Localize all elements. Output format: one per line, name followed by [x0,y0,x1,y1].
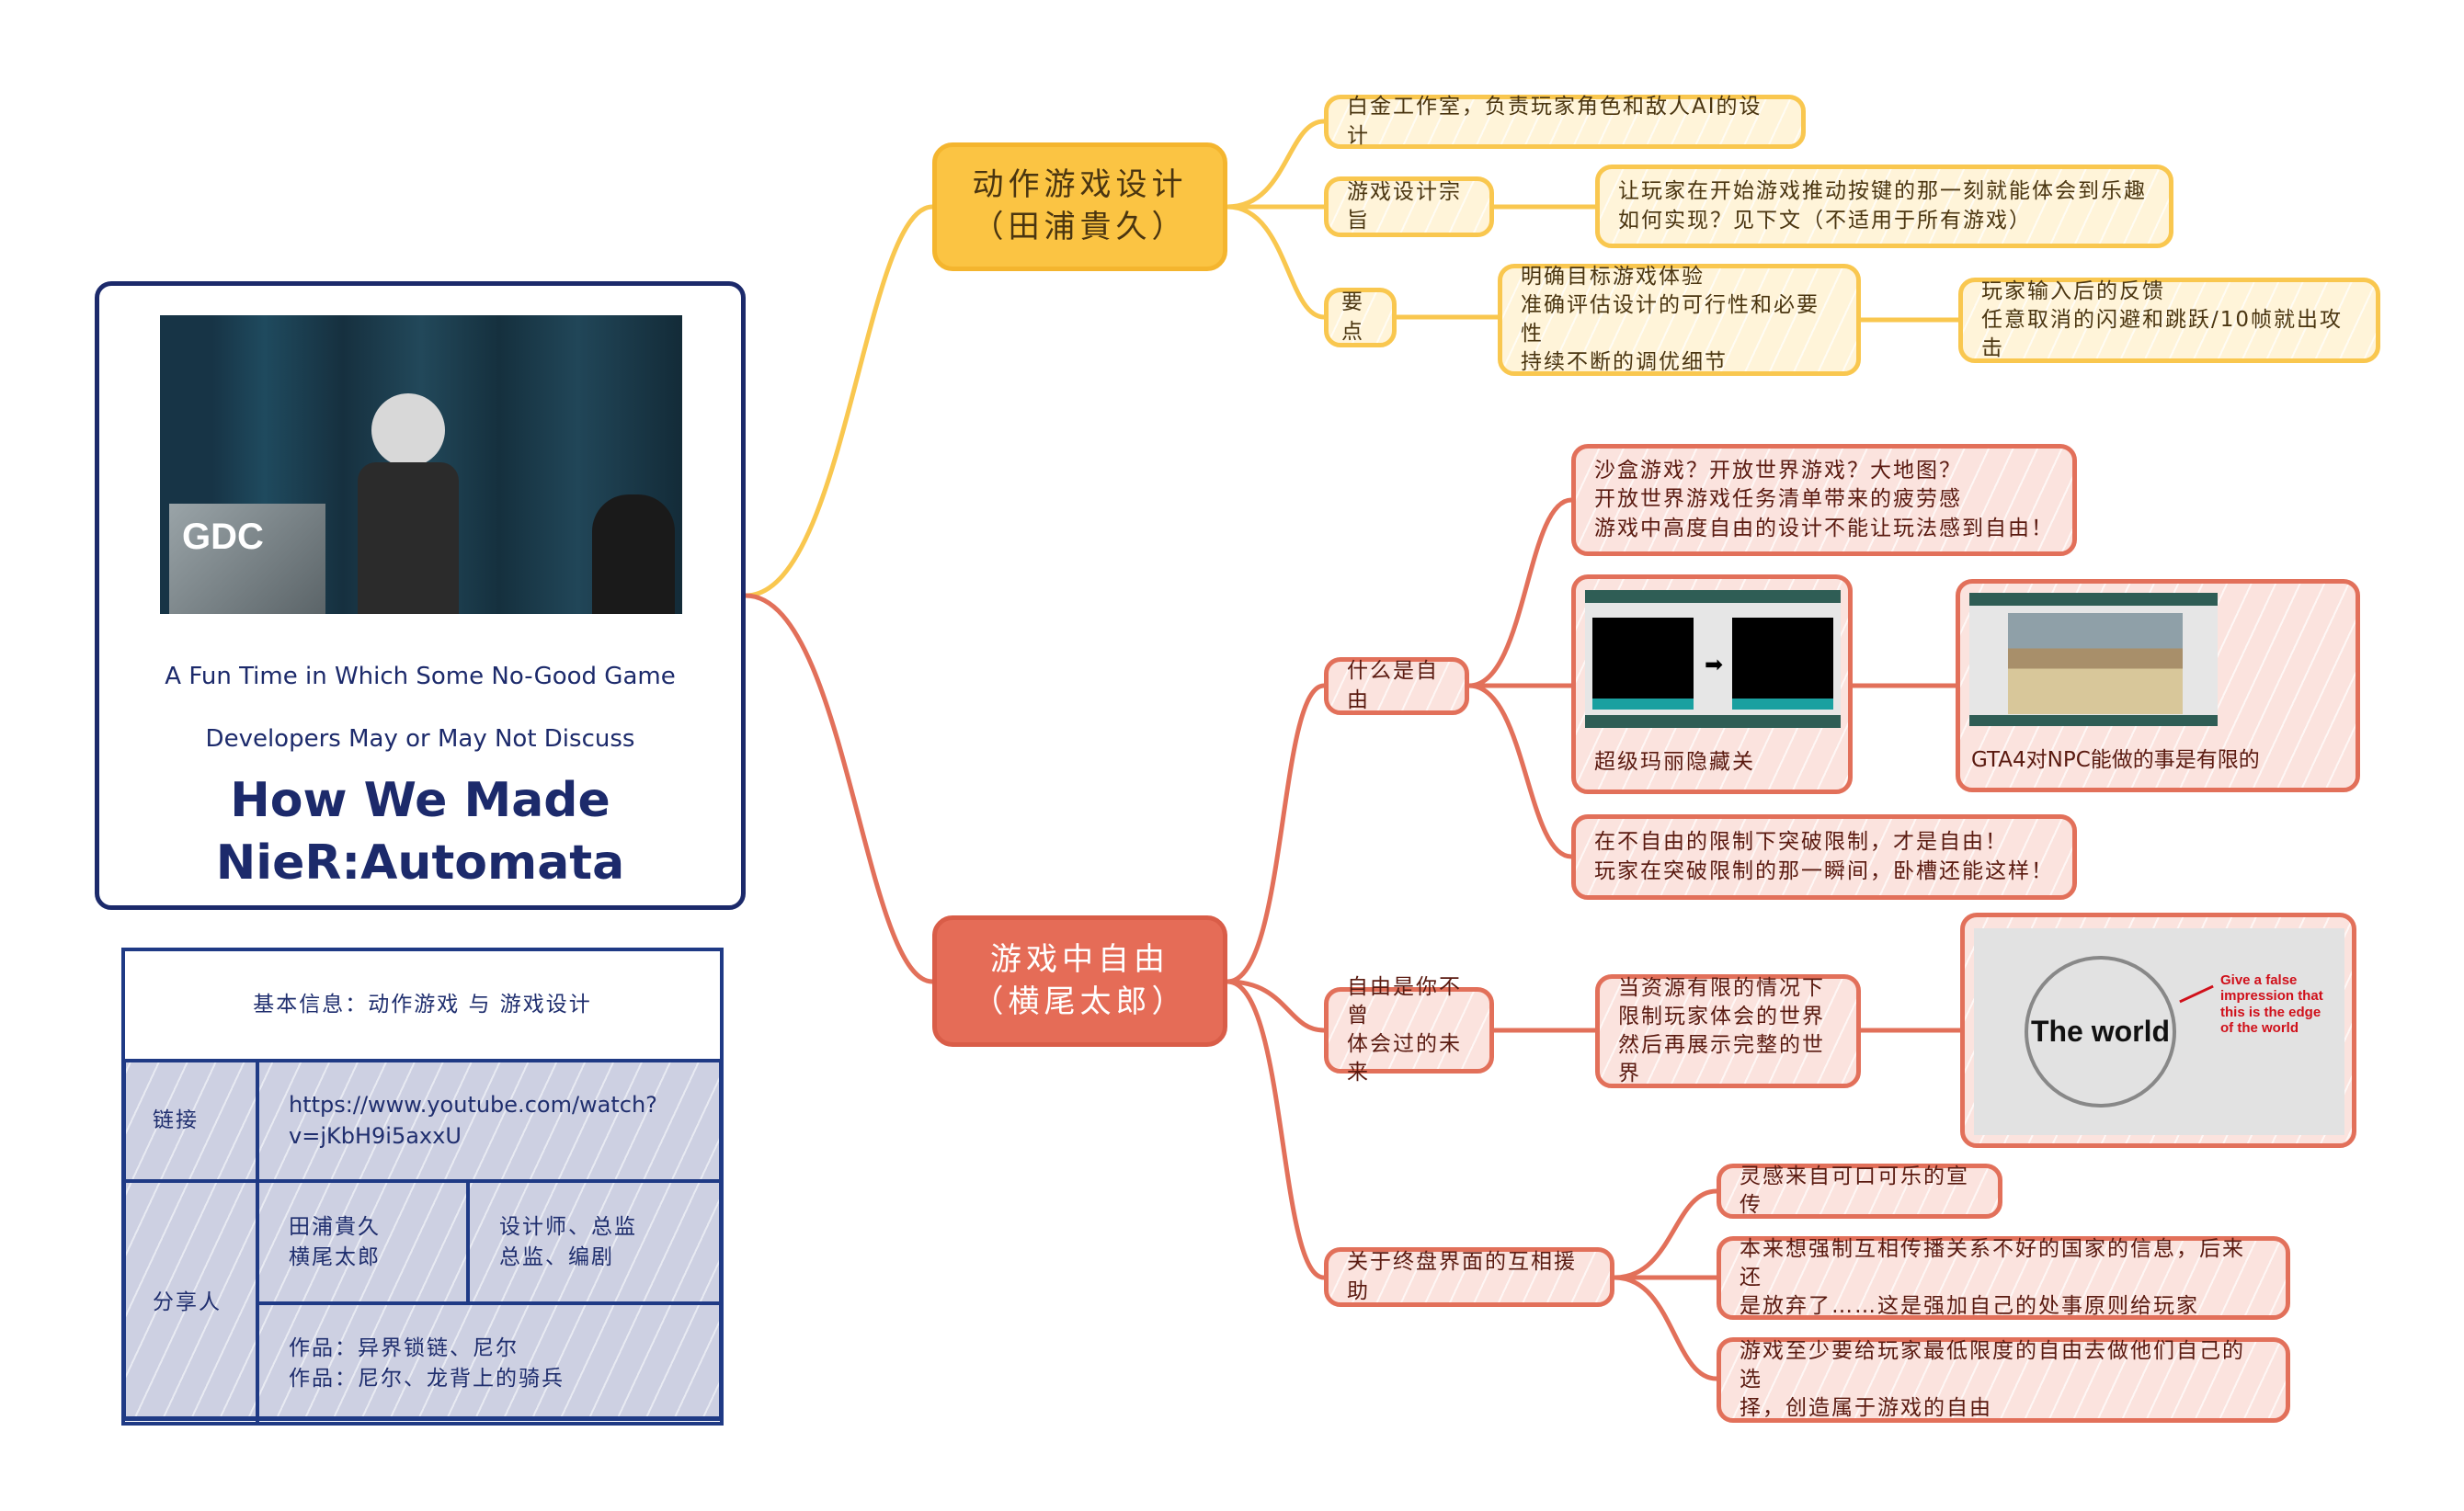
world-edge-slide: The world Give a false impression that t… [1974,928,2344,1135]
node-input-feedback[interactable]: 玩家输入后的反馈 任意取消的闪避和跳跃/10帧就出攻击 [1958,278,2380,363]
video-link[interactable]: https://www.youtube.com/watch? v=jKbH9i5… [256,1059,724,1183]
node-limited-resources[interactable]: 当资源有限的情况下 限制玩家体会的世界 然后再展示完整的世界 [1595,974,1861,1088]
gta4-caption: GTA4对NPC能做的事是有限的 [1971,747,2260,772]
node-keypoints[interactable]: 要点 [1324,288,1397,347]
mario-screenshot: ➡ [1585,590,1841,728]
node-break-limits[interactable]: 在不自由的限制下突破限制，才是自由！ 玩家在突破限制的那一瞬间，卧槽还能这样！ [1571,814,2077,900]
mask-figure [371,393,445,467]
node-principle-detail[interactable]: 让玩家在开始游戏推动按键的那一刻就能体会到乐趣 如何实现？见下文（不适用于所有游… [1595,165,2173,248]
node-world-edge-image[interactable]: The world Give a false impression that t… [1960,913,2356,1148]
topic-freedom-in-games[interactable]: 游戏中自由 （横尾太郎） [932,915,1227,1047]
talk-photo: GDC [160,315,682,614]
node-unexperienced-future[interactable]: 自由是你不曾 体会过的未来 [1324,975,1494,1085]
node-keypoints-detail[interactable]: 明确目标游戏体验 准确评估设计的可行性和必要性 持续不断的调优细节 [1498,264,1861,376]
arrow-icon: ➡ [1705,652,1726,677]
gdc-podium: GDC [169,504,325,614]
node-endgame-help[interactable]: 关于终盘界面的互相援助 [1324,1247,1614,1307]
talk-title: How We Made [230,773,610,828]
info-table-header: 基本信息：动作游戏 与 游戏设计 [121,948,724,1062]
sharer-roles: 设计师、总监 总监、编剧 [466,1179,724,1305]
node-design-principle[interactable]: 游戏设计宗旨 [1324,176,1494,237]
node-what-is-freedom[interactable]: 什么是自由 [1324,657,1469,715]
node-forced-messages[interactable]: 本来想强制互相传播关系不好的国家的信息，后来还 是放弃了……这是强加自己的处事原… [1717,1236,2290,1320]
sharer-label: 分享人 [121,1179,259,1426]
talk-subtitle-2: Developers May or May Not Discuss [205,725,635,753]
world-note: Give a false impression that this is the… [2220,972,2323,1036]
gdc-logo: GDC [182,517,264,557]
node-minimum-freedom[interactable]: 游戏至少要给玩家最低限度的自由去做他们自己的选 择，创造属于游戏的自由 [1717,1337,2290,1423]
link-label: 链接 [121,1059,259,1183]
sharer-works: 作品：异界锁链、尼尔 作品：尼尔、龙背上的骑兵 [256,1301,724,1426]
mario-caption: 超级玛丽隐藏关 [1594,749,1755,774]
info-table: 基本信息：动作游戏 与 游戏设计 链接 https://www.youtube.… [121,948,724,1426]
node-open-world-question[interactable]: 沙盒游戏？开放世界游戏？大地图？ 开放世界游戏任务清单带来的疲劳感 游戏中高度自… [1571,444,2077,556]
world-circle: The world [2025,956,2176,1108]
talk-cover-card: GDC A Fun Time in Which Some No-Good Gam… [95,281,746,910]
arrow-icon [2179,984,2214,1004]
speaker-figure-2 [592,494,675,614]
topic-action-game-design[interactable]: 动作游戏设计 （田浦貴久） [932,142,1227,271]
node-studio[interactable]: 白金工作室，负责玩家角色和敌人AI的设计 [1324,95,1806,149]
gta4-screenshot [1969,593,2218,726]
speaker-figure [358,462,459,614]
node-gta4-npc[interactable]: GTA4对NPC能做的事是有限的 [1956,579,2360,792]
talk-subtitle: A Fun Time in Which Some No-Good Game [165,663,676,690]
node-mario-hidden-level[interactable]: ➡ 超级玛丽隐藏关 [1571,574,1853,794]
sharer-names: 田浦貴久 横尾太郎 [256,1179,470,1305]
talk-title-2: NieR:Automata [215,835,625,891]
node-cocacola-inspiration[interactable]: 灵感来自可口可乐的宣传 [1717,1164,2002,1219]
